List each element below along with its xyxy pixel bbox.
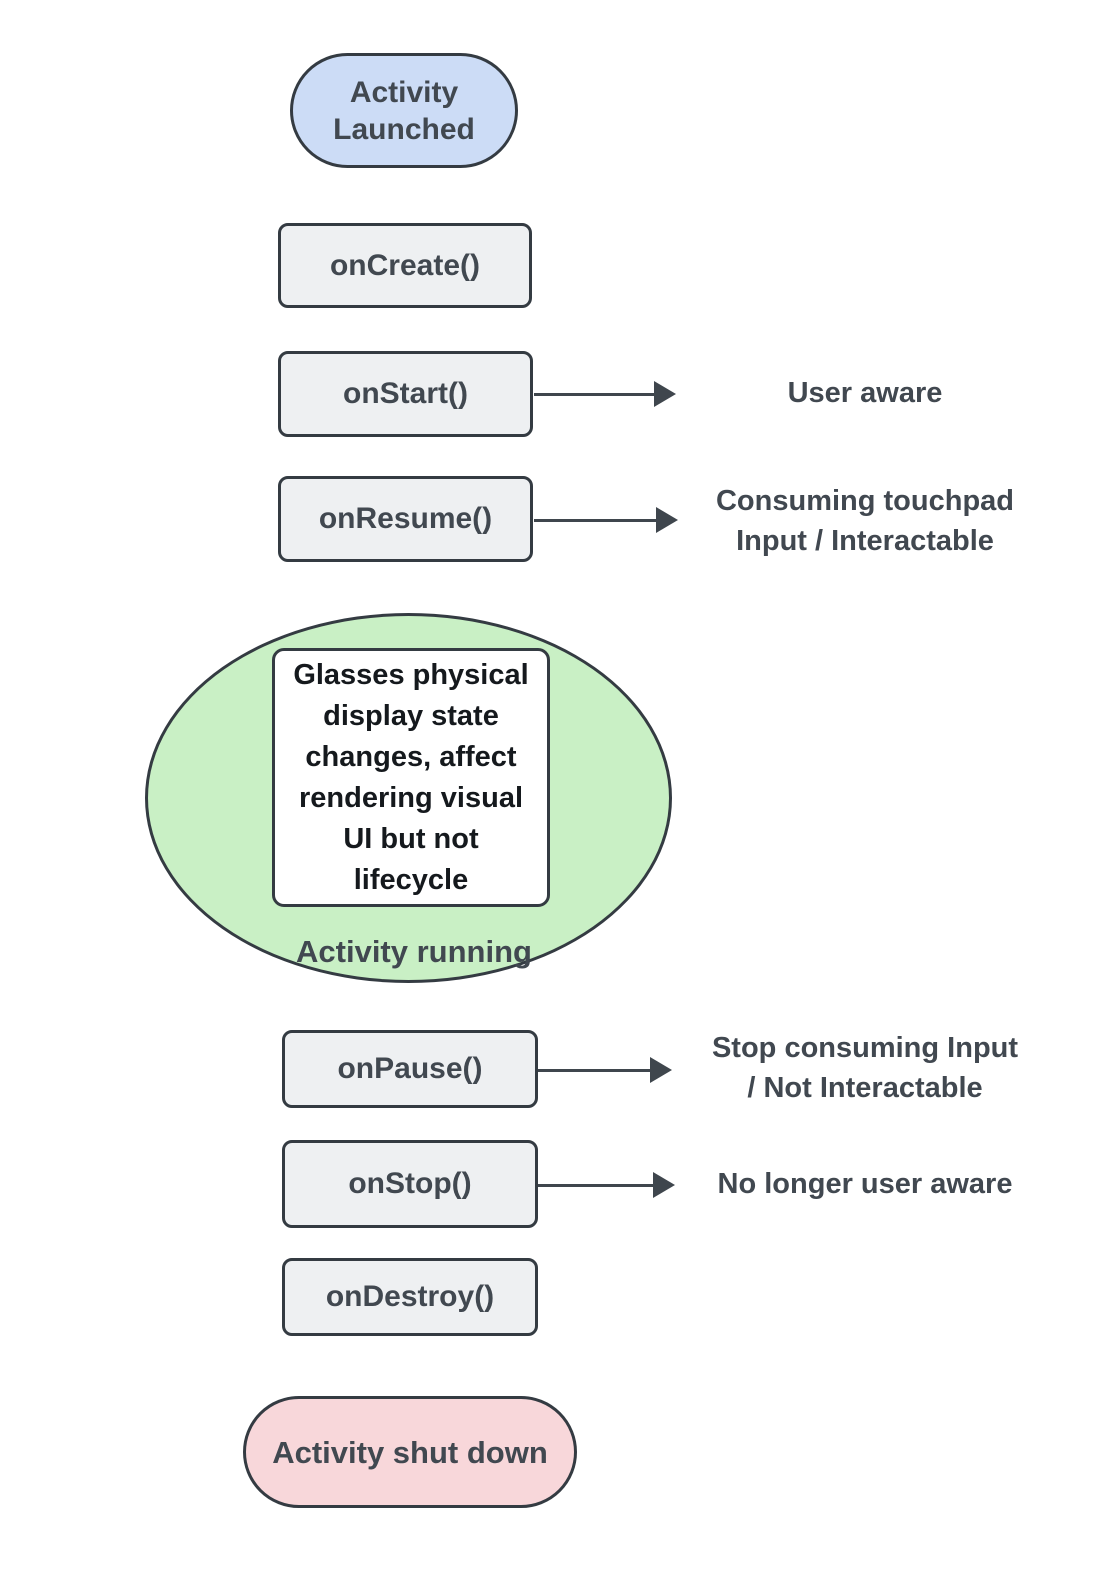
- arrow-head-icon: [654, 381, 676, 407]
- node-onstop-label: onStop(): [348, 1167, 472, 1200]
- arrow-onstart-to-user-aware: [534, 381, 676, 407]
- annotation-user-aware: User aware: [787, 377, 943, 409]
- node-ondestroy: onDestroy(): [282, 1258, 538, 1336]
- arrow-head-icon: [653, 1172, 675, 1198]
- node-onpause: onPause(): [282, 1030, 538, 1108]
- arrow-head-icon: [656, 507, 678, 533]
- arrow-line: [534, 392, 658, 396]
- node-onresume: onResume(): [278, 476, 533, 562]
- node-ondestroy-label: onDestroy(): [325, 1280, 495, 1313]
- arrow-onstop-to-no-longer-aware: [538, 1172, 675, 1198]
- node-activity-running-label: Activity running: [296, 934, 532, 969]
- node-onstart-label: onStart(): [343, 377, 468, 410]
- annotation-no-longer-aware: No longer user aware: [717, 1168, 1013, 1200]
- arrow-line: [538, 1183, 657, 1187]
- node-oncreate-label: onCreate(): [329, 248, 480, 282]
- arrow-line: [538, 1068, 654, 1072]
- node-onstart: onStart(): [278, 351, 533, 437]
- arrow-head-icon: [650, 1057, 672, 1083]
- node-activity-shut-down-label: Activity shut down: [272, 1434, 548, 1470]
- arrow-line: [534, 518, 660, 522]
- arrow-onpause-to-stop-consuming: [538, 1057, 672, 1083]
- node-onpause-label: onPause(): [337, 1052, 483, 1085]
- node-activity-shut-down: Activity shut down: [243, 1396, 577, 1508]
- node-oncreate: onCreate(): [278, 223, 532, 308]
- node-onstop: onStop(): [282, 1140, 538, 1228]
- arrow-onresume-to-consuming-input: [534, 507, 678, 533]
- annotation-stop-consuming: Stop consuming Input/ Not Interactable: [711, 1032, 1019, 1104]
- node-onresume-label: onResume(): [318, 502, 493, 535]
